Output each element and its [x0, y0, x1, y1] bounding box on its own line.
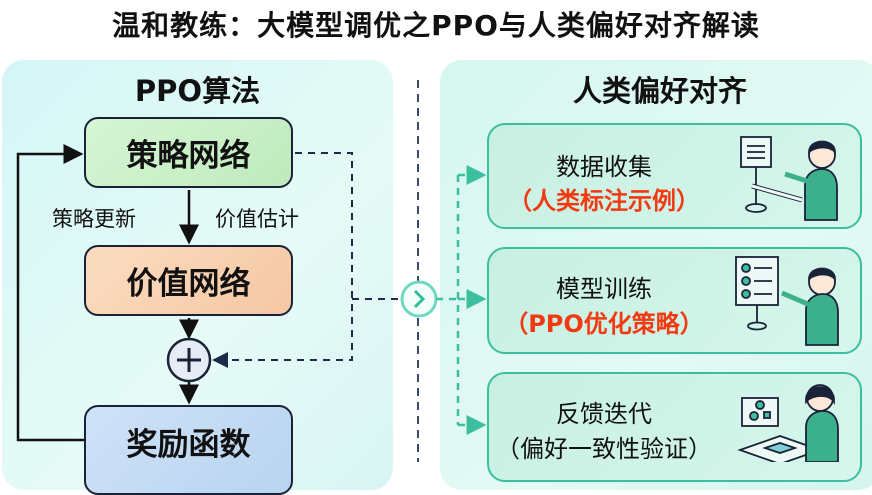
card-title: 数据收集 — [556, 153, 652, 181]
person-training-illustration — [735, 256, 839, 346]
teal-branch-arrows — [436, 165, 487, 435]
card-model-training: 模型训练 （PPO优化策略） — [487, 247, 862, 354]
card-title: 反馈迭代 — [556, 400, 652, 428]
page-title: 温和教练：大模型调优之PPO与人类偏好对齐解读 — [112, 9, 760, 42]
feedback-loop-arrow — [16, 144, 84, 442]
chevron-right-icon — [400, 280, 438, 318]
card-data-collection: 数据收集 （人类标注示例） — [487, 123, 862, 229]
person-computer-illustration — [737, 384, 839, 462]
card-title: 模型训练 — [556, 275, 652, 303]
card-subtitle: （PPO优化策略） — [504, 310, 704, 338]
connectors — [16, 80, 839, 462]
card-subtitle: （人类标注示例） — [508, 187, 700, 215]
person-presenting-illustration — [740, 136, 838, 221]
policy-network-box: 策略网络 — [84, 117, 293, 188]
value-estimate-label: 价值估计 — [215, 207, 299, 231]
alignment-title: 人类偏好对齐 — [572, 74, 747, 108]
value-network-box: 价值网络 — [84, 245, 293, 316]
sum-node-icon — [166, 337, 212, 383]
policy-update-label: 策略更新 — [52, 207, 136, 231]
card-subtitle: （偏好一致性验证） — [496, 435, 712, 463]
ppo-title: PPO算法 — [134, 74, 261, 108]
dashed-policy-to-sum — [212, 152, 353, 368]
